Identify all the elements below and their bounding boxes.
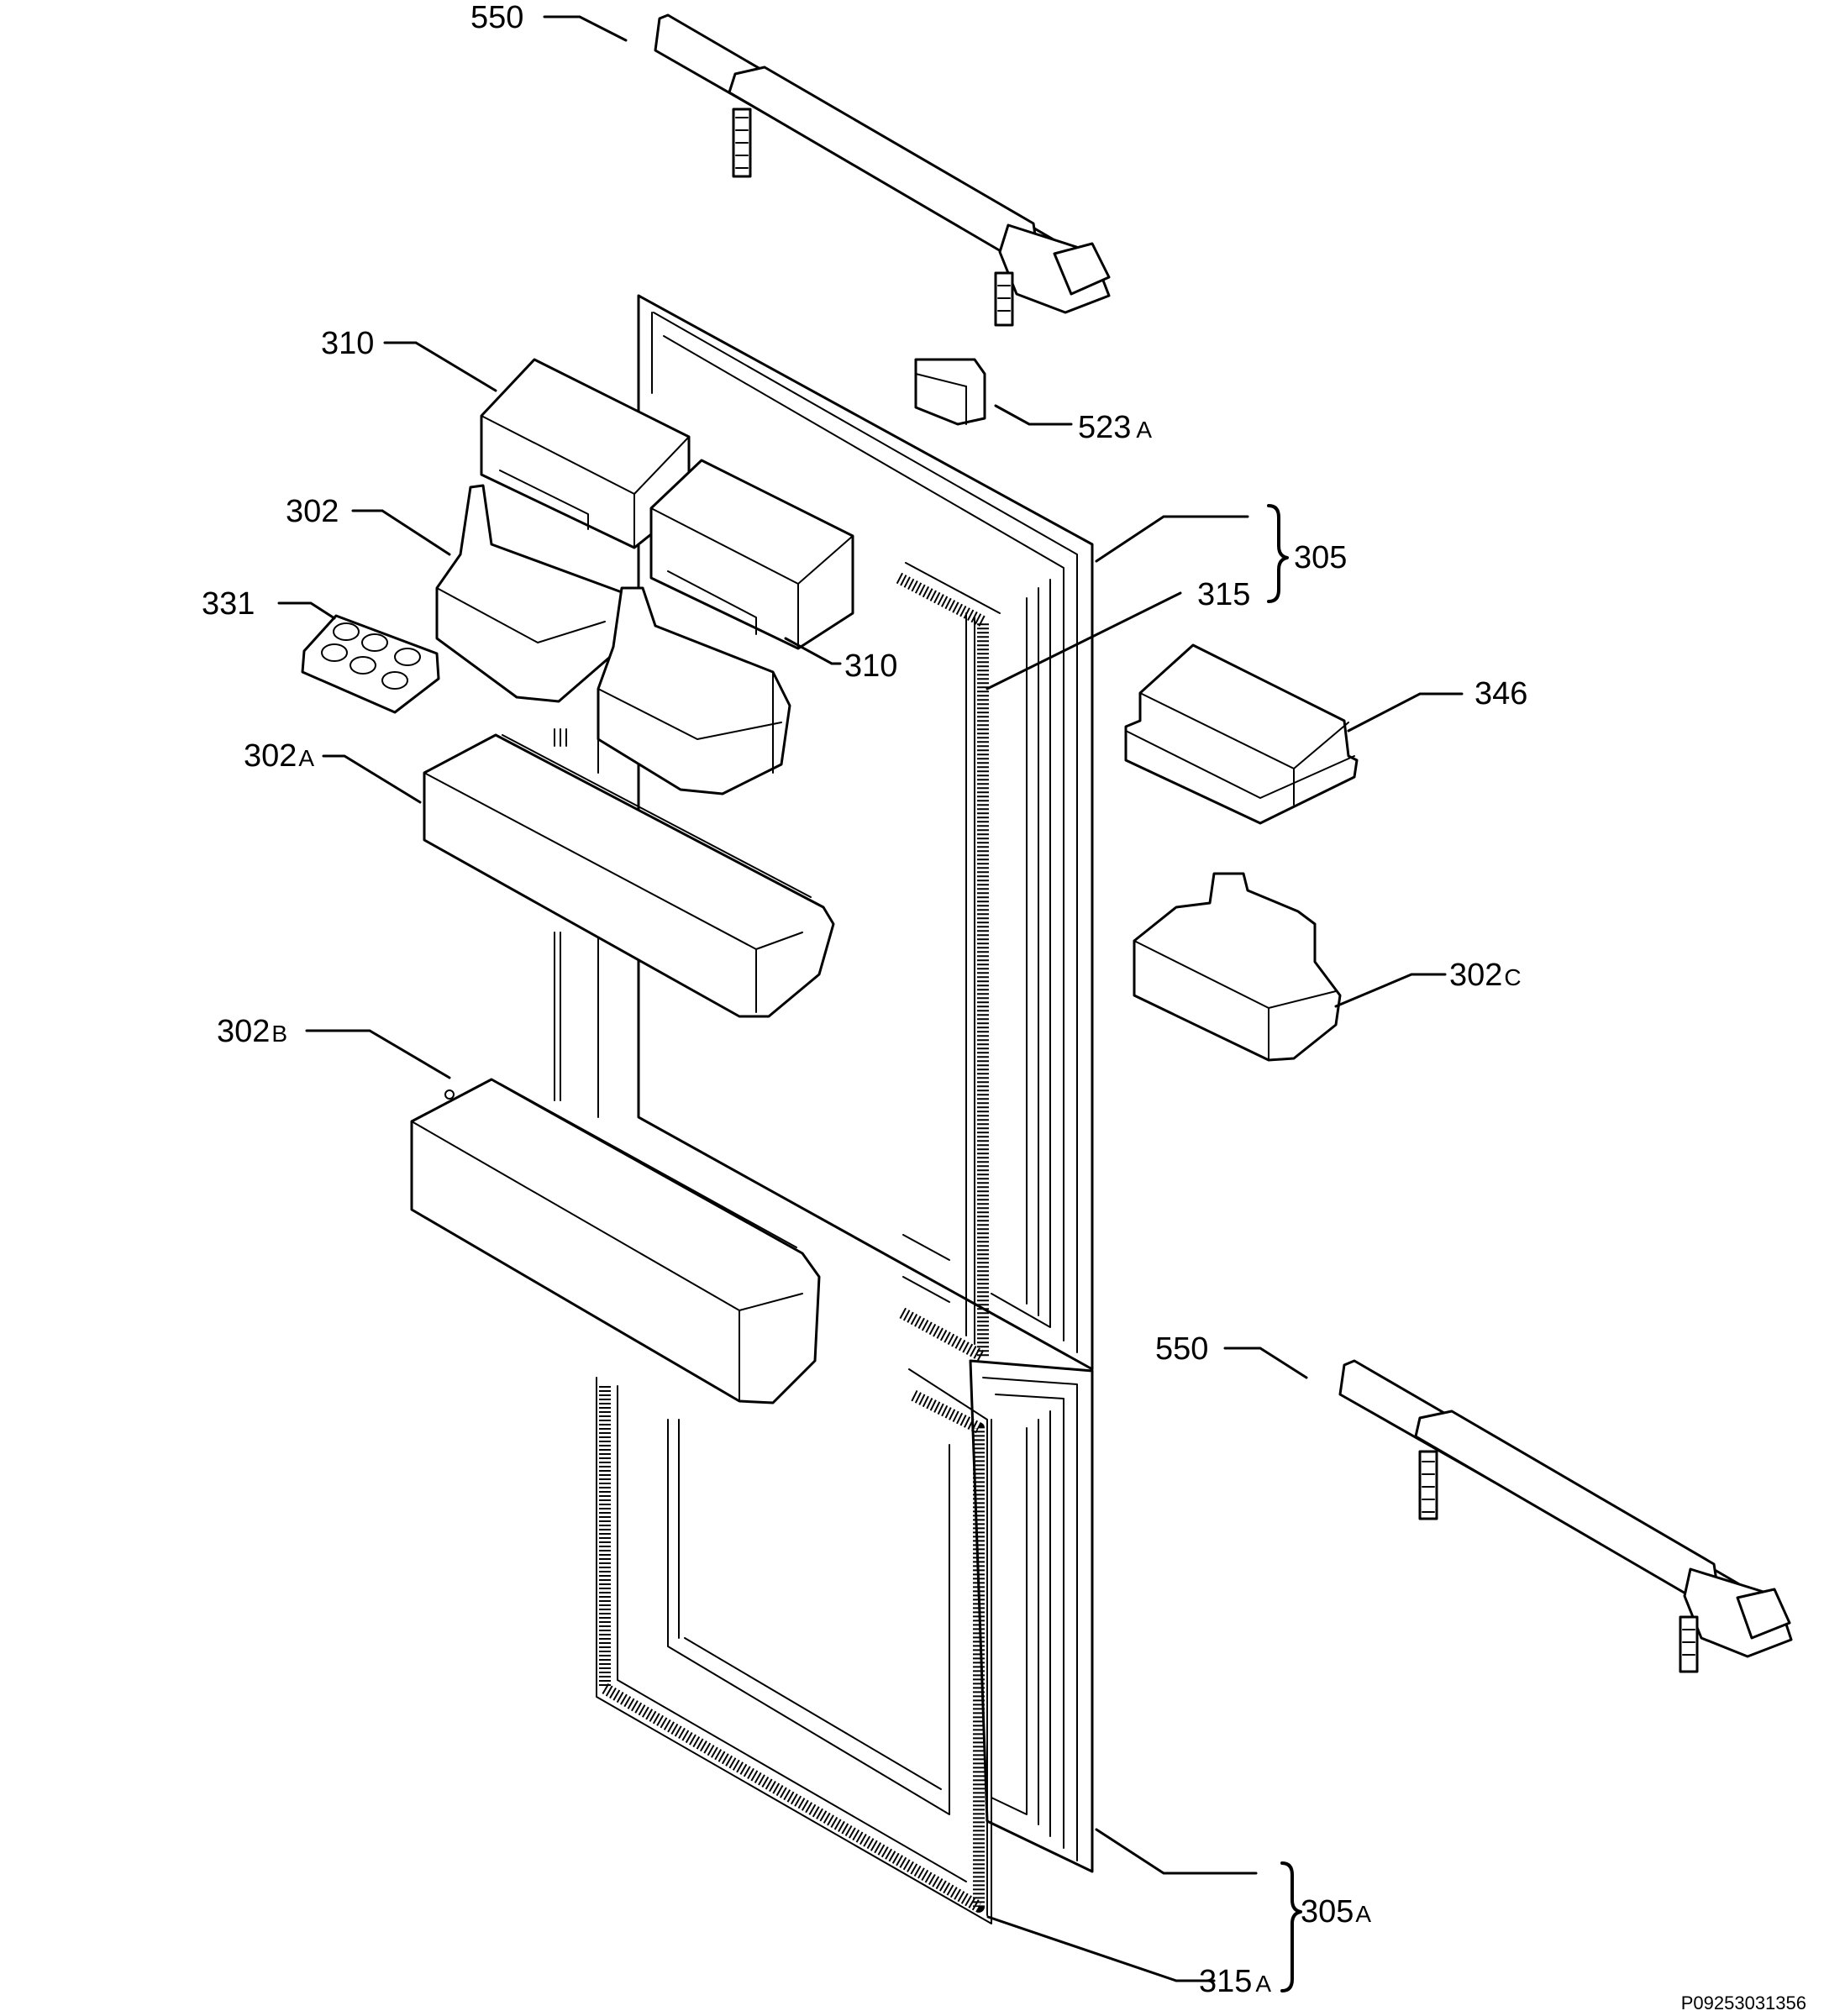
- door-shelf-302-left: [435, 484, 623, 703]
- handle-550-bottom: [1338, 1359, 1793, 1673]
- door-shelf-302b: [410, 1078, 821, 1404]
- label-550-top: 550: [470, 0, 523, 35]
- door-shelf-302c: [1133, 872, 1342, 1062]
- label-302a: 302A: [244, 738, 314, 774]
- label-302b: 302B: [217, 1014, 287, 1049]
- label-305a: 305A: [1301, 1894, 1371, 1929]
- lower-door-305a: [908, 1359, 1094, 1916]
- leader-lines: [277, 15, 1464, 1982]
- label-305: 305: [1294, 540, 1347, 575]
- label-331: 331: [202, 586, 255, 622]
- lower-gasket-315a: [596, 1377, 992, 1924]
- butter-box-346: [1124, 643, 1359, 825]
- brace-305a: [1280, 1861, 1302, 1992]
- label-346: 346: [1474, 676, 1527, 711]
- label-302c: 302C: [1449, 958, 1522, 993]
- upper-gasket-315: [896, 562, 1001, 1362]
- label-302: 302: [286, 494, 339, 529]
- label-315: 315: [1197, 577, 1250, 612]
- dairy-lid-310-right: [649, 459, 854, 650]
- brace-305: [1267, 504, 1289, 603]
- egg-tray-331: [301, 614, 440, 714]
- door-shelf-302a: [423, 733, 835, 1018]
- label-550-bottom: 550: [1155, 1331, 1208, 1367]
- clip-523a: [914, 358, 986, 426]
- inner-liner-rails: [554, 728, 950, 1303]
- label-310-upper: 310: [321, 326, 374, 361]
- door-shelf-302-right: [597, 586, 791, 795]
- label-310-lower: 310: [844, 648, 897, 684]
- handle-550-top: [654, 13, 1111, 327]
- drawing-code: P09253031356: [1681, 1992, 1806, 2013]
